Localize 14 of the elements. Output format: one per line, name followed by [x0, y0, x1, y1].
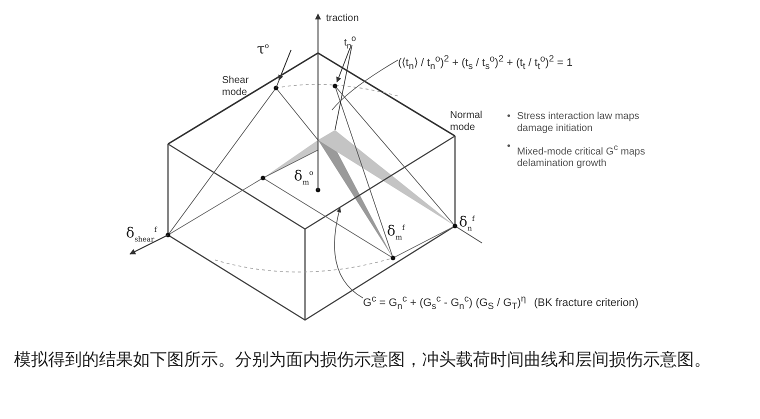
- bullet-marker: •: [507, 111, 512, 124]
- equation-note: (BK fracture criterion): [534, 296, 639, 309]
- bullet-text: Stress interaction law maps damage initiation: [517, 111, 640, 135]
- leader-line: [332, 60, 398, 110]
- mode-label: Normal mode: [450, 110, 484, 134]
- bullet-text: Mixed-mode critical G$^{c}$ maps delamination growth: [517, 141, 646, 170]
- equation: (⟨t$_{n}$⟩ / t$_{n}$$^{o}$)$^{2}$ + (t$_{s}$ / t$_{s}$$^{o}$)$^{2}$ + (t$_{t}$ / t$_{t}$$^{o}$)$^{2}$ = 1: [398, 56, 573, 69]
- tau-symbol: τ$^{o}$: [257, 40, 269, 58]
- mode-label: Shear mode: [222, 75, 250, 99]
- axis-label: traction: [326, 13, 359, 25]
- equation: G$^{c}$ = G$_{n}$$^{c}$ + (G$_{s}$$^{c}$ - G$_{n}$$^{c}$) (G$_{S}$ / G$_{T}$)$^{η}$: [363, 296, 526, 309]
- bullet-marker: •: [507, 141, 512, 154]
- leader-line: [334, 208, 364, 298]
- caption: 模拟得到的结果如下图所示。分别为面内损伤示意图，冲头载荷时间曲线和层间损伤示意图。: [14, 349, 712, 372]
